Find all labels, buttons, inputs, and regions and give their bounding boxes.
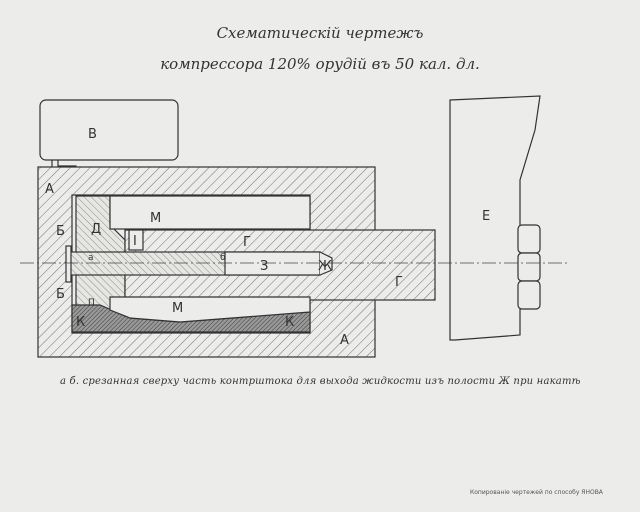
label-a-bottom: А <box>340 333 349 348</box>
label-p: П <box>88 298 95 308</box>
label-i: I <box>133 234 137 249</box>
label-g-lower: Г <box>395 275 403 290</box>
void-m-lower <box>109 296 311 323</box>
nut-1 <box>517 224 541 254</box>
void-m-upper <box>109 195 311 230</box>
footer-note: Копированіе чертежей по способу ЯНОВА <box>470 489 603 496</box>
label-m-upper: М <box>150 211 161 226</box>
drawing-title-line2: компрессора 120% орудій въ 50 кал. дл. <box>160 55 480 73</box>
label-b-lower: Б <box>56 287 65 302</box>
drawing-title-line1: Схематическій чертежъ <box>216 24 424 42</box>
drawing-caption: а б. срезанная сверху часть контрштока д… <box>60 376 581 387</box>
label-b-upper: Б <box>56 224 65 239</box>
rod-flange <box>65 245 72 283</box>
label-d: Д <box>91 222 101 237</box>
label-e: Е <box>482 209 490 224</box>
label-b-small: б <box>220 253 226 263</box>
label-a-top: А <box>45 182 54 197</box>
label-k-right: К <box>285 315 294 330</box>
label-z: З <box>260 259 268 274</box>
label-a-small: а <box>88 253 94 263</box>
rod-tip <box>319 251 333 276</box>
nut-3 <box>517 280 541 310</box>
label-zh: Ж <box>318 259 332 274</box>
tank-b <box>39 99 179 161</box>
label-k-left: К <box>76 315 85 330</box>
label-m-lower: М <box>172 301 183 316</box>
label-tank: В <box>88 127 97 142</box>
nut-2 <box>517 252 541 282</box>
chamber-z <box>224 251 321 276</box>
ring-i <box>128 229 144 251</box>
label-g-upper: Г <box>243 235 251 250</box>
